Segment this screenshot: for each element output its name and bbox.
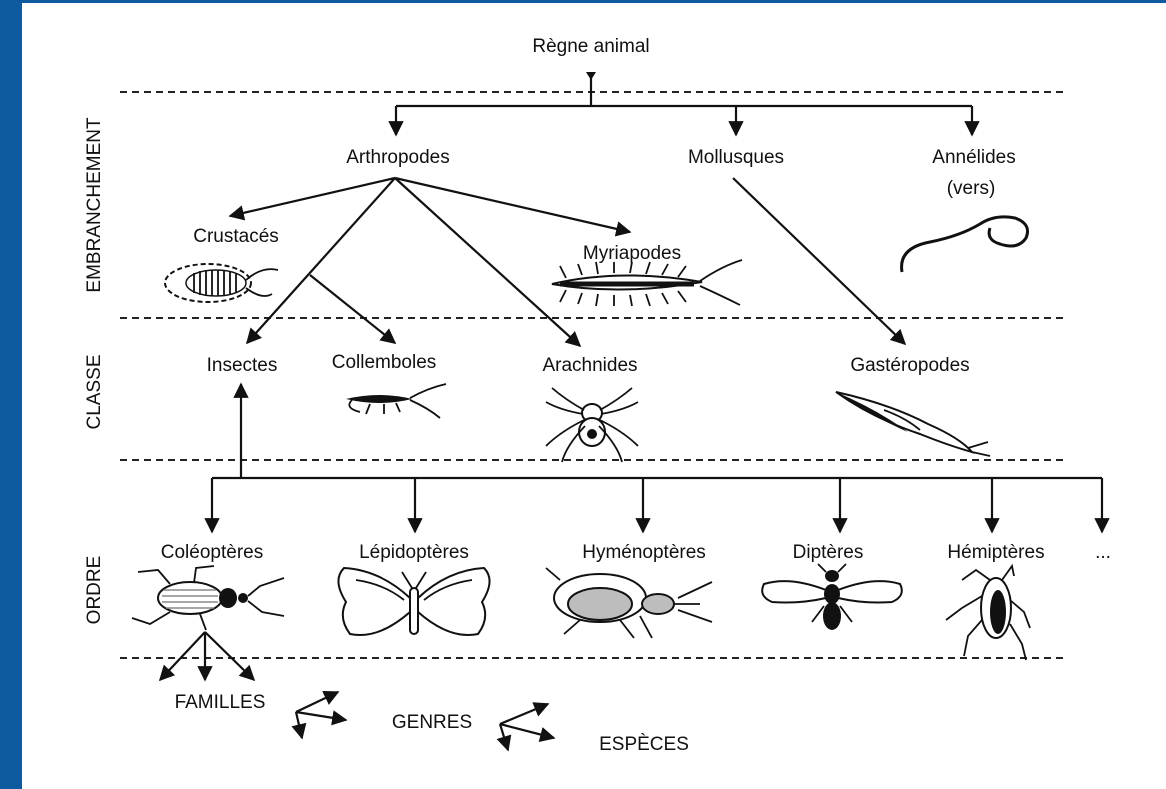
arrow-famille-1 [160, 632, 205, 680]
bug-icon [946, 566, 1030, 660]
arrow-to-myriapodes [395, 178, 630, 232]
arrow-to-arachnides [395, 178, 580, 346]
label-coleopteres: Coléoptères [161, 542, 263, 563]
spider-icon [546, 388, 638, 462]
myriapod-icon [552, 260, 742, 306]
label-familles: FAMILLES [175, 692, 266, 713]
arrow-genre-2 [296, 712, 346, 720]
label-gasteropodes: Gastéropodes [850, 355, 969, 376]
rank-ordre: ORDRE [84, 556, 105, 625]
arrow-to-gasteropodes [733, 178, 905, 344]
label-etc: ... [1095, 542, 1111, 563]
label-especes: ESPÈCES [599, 734, 689, 755]
arrow-genre-3 [296, 712, 302, 738]
label-lepidopteres: Lépidoptères [359, 542, 469, 563]
arrow-genre-1 [296, 692, 338, 712]
label-hemipteres: Hémiptères [947, 542, 1044, 563]
label-annelides-note: (vers) [947, 178, 996, 199]
arrow-espece-3 [500, 724, 508, 750]
butterfly-icon [338, 568, 489, 635]
worm-icon [902, 217, 1028, 272]
label-dipteres: Diptères [793, 542, 864, 563]
label-mollusques: Mollusques [688, 147, 784, 168]
rank-classe: CLASSE [84, 355, 105, 430]
arrow-espece-2 [500, 724, 554, 738]
label-crustaces: Crustacés [193, 226, 279, 247]
label-insectes: Insectes [207, 355, 278, 376]
snail-icon [836, 392, 990, 456]
label-arachnides: Arachnides [542, 355, 637, 376]
arrow-to-crustaces [230, 178, 395, 216]
arrow-espece-1 [500, 704, 548, 724]
label-collemboles: Collemboles [332, 352, 437, 373]
label-myriapodes: Myriapodes [583, 243, 681, 264]
label-genres: GENRES [392, 712, 472, 733]
rank-embranchement: EMBRANCHEMENT [84, 117, 105, 293]
label-arthropodes: Arthropodes [346, 147, 450, 168]
root-label: Règne animal [532, 36, 649, 57]
fly-icon [762, 564, 902, 630]
springtail-icon [346, 384, 446, 418]
label-hymenopteres: Hyménoptères [582, 542, 706, 563]
arrow-to-collemboles [310, 275, 395, 343]
label-annelides: Annélides [932, 147, 1015, 168]
beetle-icon [132, 566, 284, 630]
arrow-famille-3 [205, 632, 254, 680]
crustacean-icon [165, 264, 278, 302]
wasp-icon [546, 568, 712, 638]
